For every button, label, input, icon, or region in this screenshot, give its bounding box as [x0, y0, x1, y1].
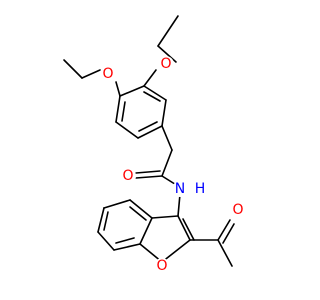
bond-ring1-f-inner	[143, 91, 161, 102]
bond-ethyl-upper-b	[157, 45, 177, 63]
bond-ch2-to-carbonyl	[161, 149, 173, 177]
bond-ring2-d-inner	[103, 211, 109, 231]
atom-oxygen-amide: O	[122, 168, 133, 184]
bond-ring2-b-inner	[115, 237, 135, 244]
bond-carbonyl-o-1	[135, 175, 163, 179]
bond-carbonyl-o-2	[135, 170, 161, 174]
atom-oxygen-left-ethoxy: O	[102, 66, 113, 82]
bond-ring2-d	[97, 207, 105, 233]
atom-labels: O O O N H O O	[100, 56, 246, 274]
bond-c3-c3a	[151, 215, 179, 219]
atom-nitrogen-amide: N	[175, 181, 185, 197]
molecule-diagram: O O O N H O O	[63, 15, 246, 274]
bond-c3-c2	[177, 215, 191, 241]
bond-ethyl-left-b	[81, 69, 101, 79]
bond-ring1-e	[161, 99, 167, 127]
bond-ring1-d	[137, 125, 163, 139]
bond-n-to-c3	[177, 193, 181, 217]
bonds	[63, 15, 235, 267]
bond-c2-o1	[161, 239, 191, 263]
bond-ring2-a	[139, 217, 153, 245]
bond-ring2-e	[103, 199, 131, 209]
bond-ring1-c	[115, 121, 139, 139]
bond-ring1-f	[143, 85, 167, 101]
atom-hydrogen-amide: H	[195, 181, 206, 197]
bond-ring1-d-inner	[138, 121, 158, 132]
bond-ring2-c	[97, 231, 115, 251]
bond-ring2-b	[113, 243, 141, 251]
bond-acetyl-methyl	[217, 239, 233, 267]
bond-ethyl-left-a	[63, 59, 83, 79]
bond-o-upper-to-ring	[143, 69, 157, 87]
bond-ring1-b-inner	[121, 101, 126, 122]
bond-ring1-a	[119, 85, 145, 97]
bond-acetyl-o-2	[222, 223, 235, 244]
bond-c3-c2-inner	[182, 218, 195, 241]
bond-ring2-f	[129, 199, 153, 219]
atom-oxygen-furan: O	[156, 258, 167, 274]
structure-svg: O O O N H O O	[63, 15, 246, 274]
bond-ethyl-upper-a	[157, 15, 179, 47]
bond-ring-to-ch2	[161, 125, 173, 151]
bond-acetyl-o-1	[217, 219, 231, 241]
bond-ring2-f-inner	[129, 206, 147, 221]
bond-ring1-b	[115, 95, 121, 123]
bond-o-left-to-ring	[115, 81, 121, 97]
atom-oxygen-upper-ethoxy: O	[160, 56, 171, 72]
atom-oxygen-acetyl: O	[232, 202, 243, 218]
